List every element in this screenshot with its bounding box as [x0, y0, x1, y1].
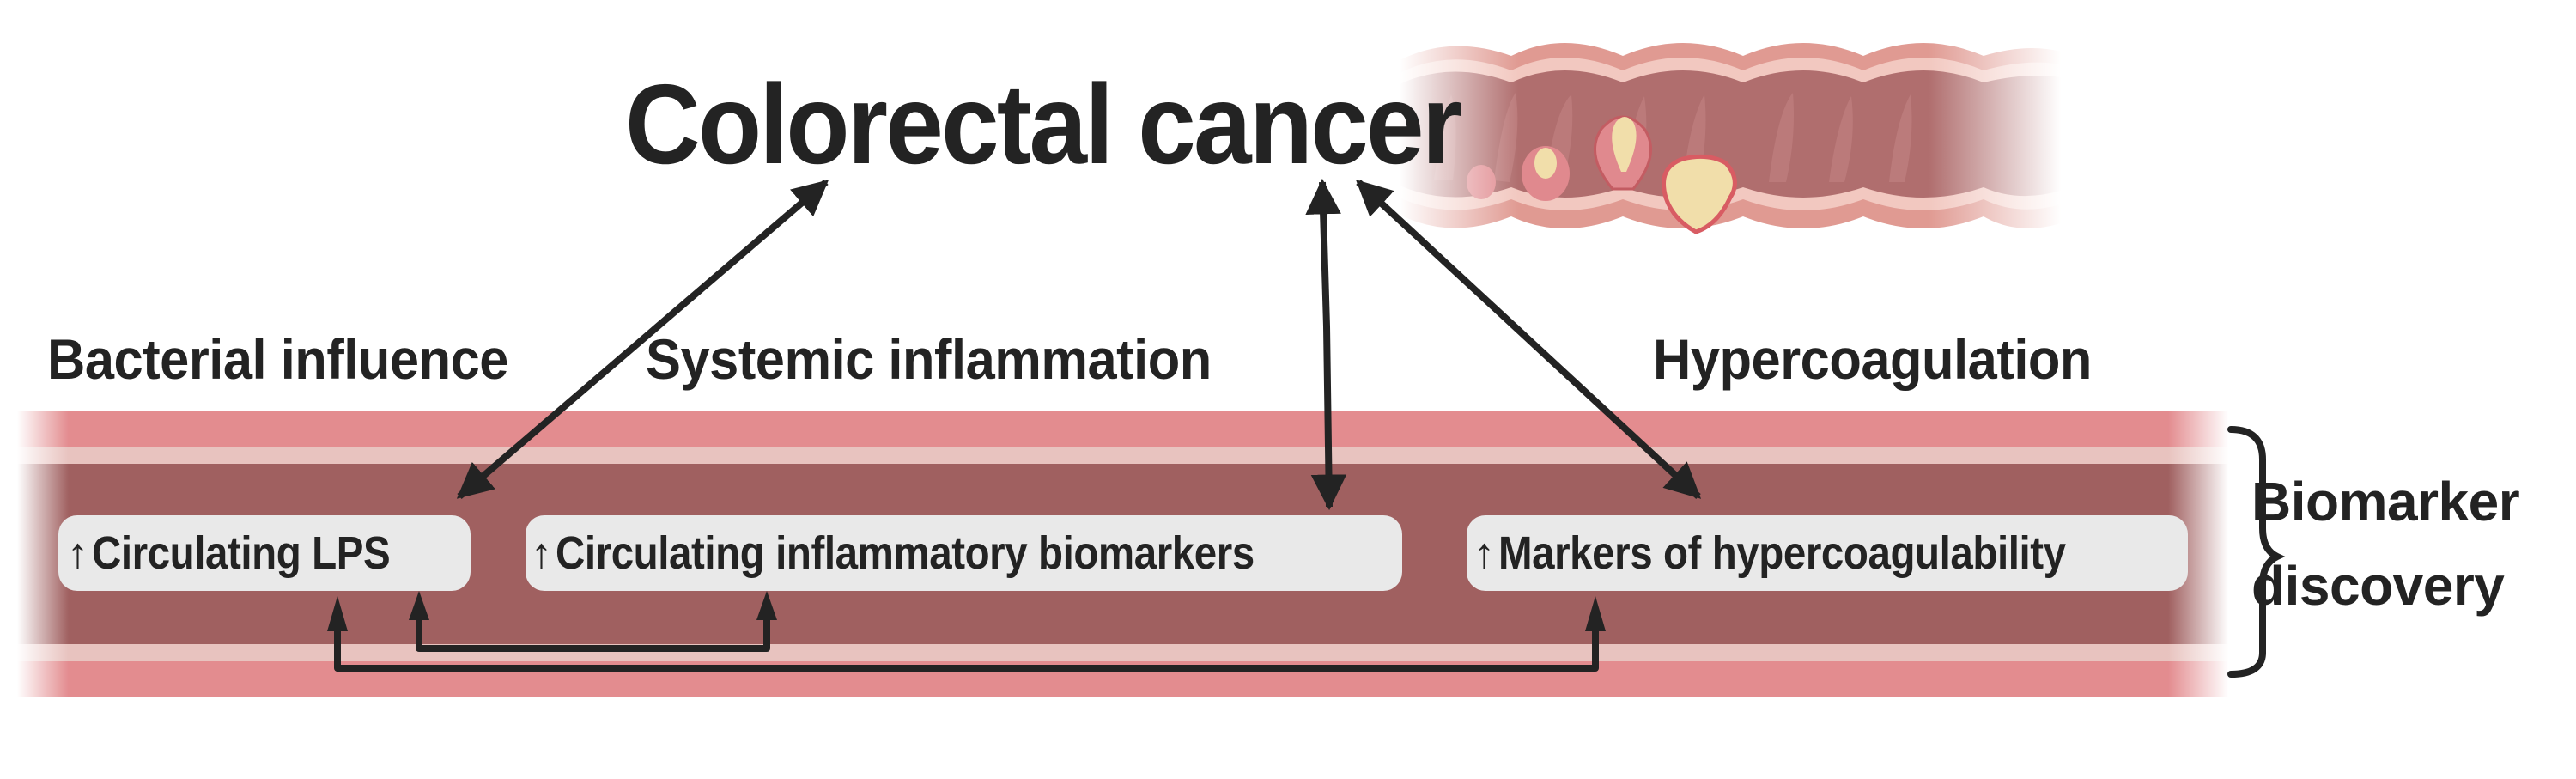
vessel-intima-bottom: [17, 644, 2228, 661]
biomarker-discovery-label: Biomarker discovery: [2251, 459, 2520, 628]
biomarker-label: Circulating LPS: [92, 527, 391, 579]
colon-illustration: [1400, 26, 2061, 240]
vessel-intima-top: [17, 447, 2228, 464]
biomarker-box-hypercoagulability: ↑ Markers of hypercoagulability: [1467, 515, 2188, 591]
vessel-wall-top: [17, 411, 2228, 447]
section-label-bacterial-influence: Bacterial influence: [47, 327, 508, 391]
biomarker-box-inflammatory: ↑ Circulating inflammatory biomarkers: [526, 515, 1402, 591]
up-arrow-icon: ↑: [67, 529, 88, 577]
biomarker-discovery-line2: discovery: [2251, 555, 2505, 617]
up-arrow-icon: ↑: [531, 529, 552, 577]
biomarker-label: Markers of hypercoagulability: [1498, 527, 2066, 579]
up-arrow-icon: ↑: [1473, 529, 1495, 577]
biomarker-box-lps: ↑ Circulating LPS: [58, 515, 471, 591]
biomarker-label: Circulating inflammatory biomarkers: [556, 527, 1255, 579]
biomarker-discovery-line1: Biomarker: [2251, 471, 2520, 533]
section-label-systemic-inflammation: Systemic inflammation: [646, 327, 1212, 391]
vessel-wall-bottom: [17, 661, 2228, 697]
section-label-hypercoagulation: Hypercoagulation: [1653, 327, 2092, 391]
page-title: Colorectal cancer: [625, 61, 1462, 187]
